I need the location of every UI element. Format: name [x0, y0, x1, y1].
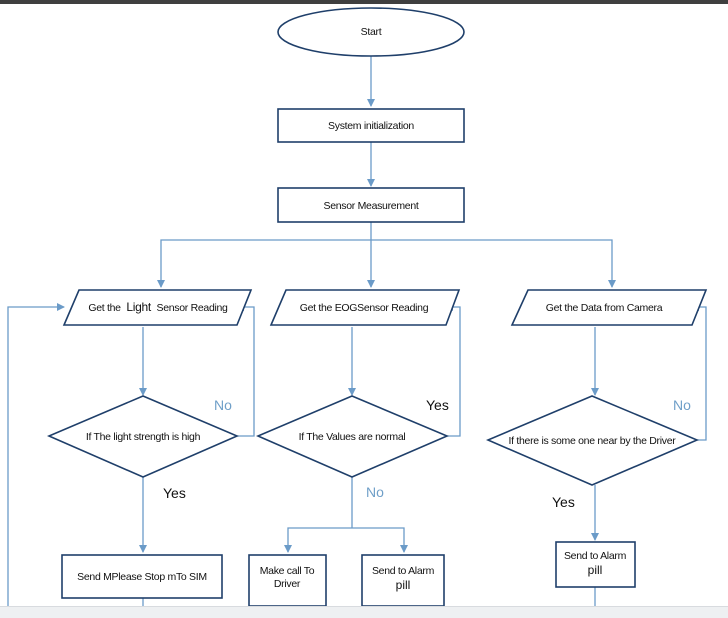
camera-read-node: Get the Data from Camera: [510, 289, 708, 326]
light-read-label: Get the Light Sensor Reading: [88, 300, 228, 314]
eog-decision-node: If The Values are normal: [255, 395, 450, 478]
light-decision-label: If The light strength is high: [86, 431, 201, 443]
start-label: Start: [361, 26, 382, 38]
light-read-node: Get the Light Sensor Reading: [62, 289, 253, 326]
camera-decision-node: If there is some one near by the Driver: [485, 395, 700, 486]
connector-eog-call: [284, 527, 352, 553]
make-call-line2: Driver: [274, 578, 301, 590]
make-call-node: Make call To Driver: [248, 554, 327, 607]
alarm-pill-node-camera: Send to Alarm pill: [555, 541, 636, 588]
alarm2-line2: pill: [588, 563, 603, 577]
camera-read-label: Get the Data from Camera: [546, 302, 663, 314]
camera-yes-label: Yes: [552, 494, 575, 510]
alarm1-line1: Send to Alarm: [372, 565, 435, 577]
connector-eog-alarm: [352, 527, 408, 553]
eog-read-node: Get the EOGSensor Reading: [269, 289, 461, 326]
camera-no-label: No: [673, 397, 691, 413]
alarm-pill-node-eog: Send to Alarm pill: [361, 554, 445, 607]
make-call-line1: Make call To: [260, 565, 315, 577]
light-yes-label: Yes: [163, 485, 186, 501]
send-sim-label: Send MPlease Stop mTo SIM: [77, 571, 207, 583]
alarm2-line1: Send to Alarm: [564, 550, 627, 562]
connector-return-loop: [7, 303, 65, 606]
init-label: System initialization: [328, 120, 414, 132]
eog-read-label: Get the EOGSensor Reading: [300, 302, 429, 314]
connector-eog-yes-loop: [445, 303, 461, 437]
alarm1-line2: pill: [396, 578, 411, 592]
connectors: [7, 56, 707, 606]
connector-measure-light: [157, 239, 371, 288]
camera-decision-label: If there is some one near by the Driver: [509, 435, 677, 447]
light-decision-node: If The light strength is high: [46, 395, 240, 478]
send-sim-node: Send MPlease Stop mTo SIM: [61, 554, 223, 599]
measure-label: Sensor Measurement: [324, 200, 419, 212]
connector-light-no-loop: [236, 303, 255, 437]
eog-yes-label: Yes: [426, 397, 449, 413]
eog-no-label: No: [366, 484, 384, 500]
eog-decision-label: If The Values are normal: [299, 431, 406, 443]
start-node: Start: [277, 7, 465, 57]
window-top-bar: [0, 0, 728, 4]
connector-measure-camera: [371, 239, 616, 288]
connector-camera-no-loop: [691, 303, 707, 441]
measure-node: Sensor Measurement: [277, 187, 465, 223]
init-node: System initialization: [277, 108, 465, 143]
light-no-label: No: [214, 397, 232, 413]
window-bottom-bar: [0, 606, 728, 618]
